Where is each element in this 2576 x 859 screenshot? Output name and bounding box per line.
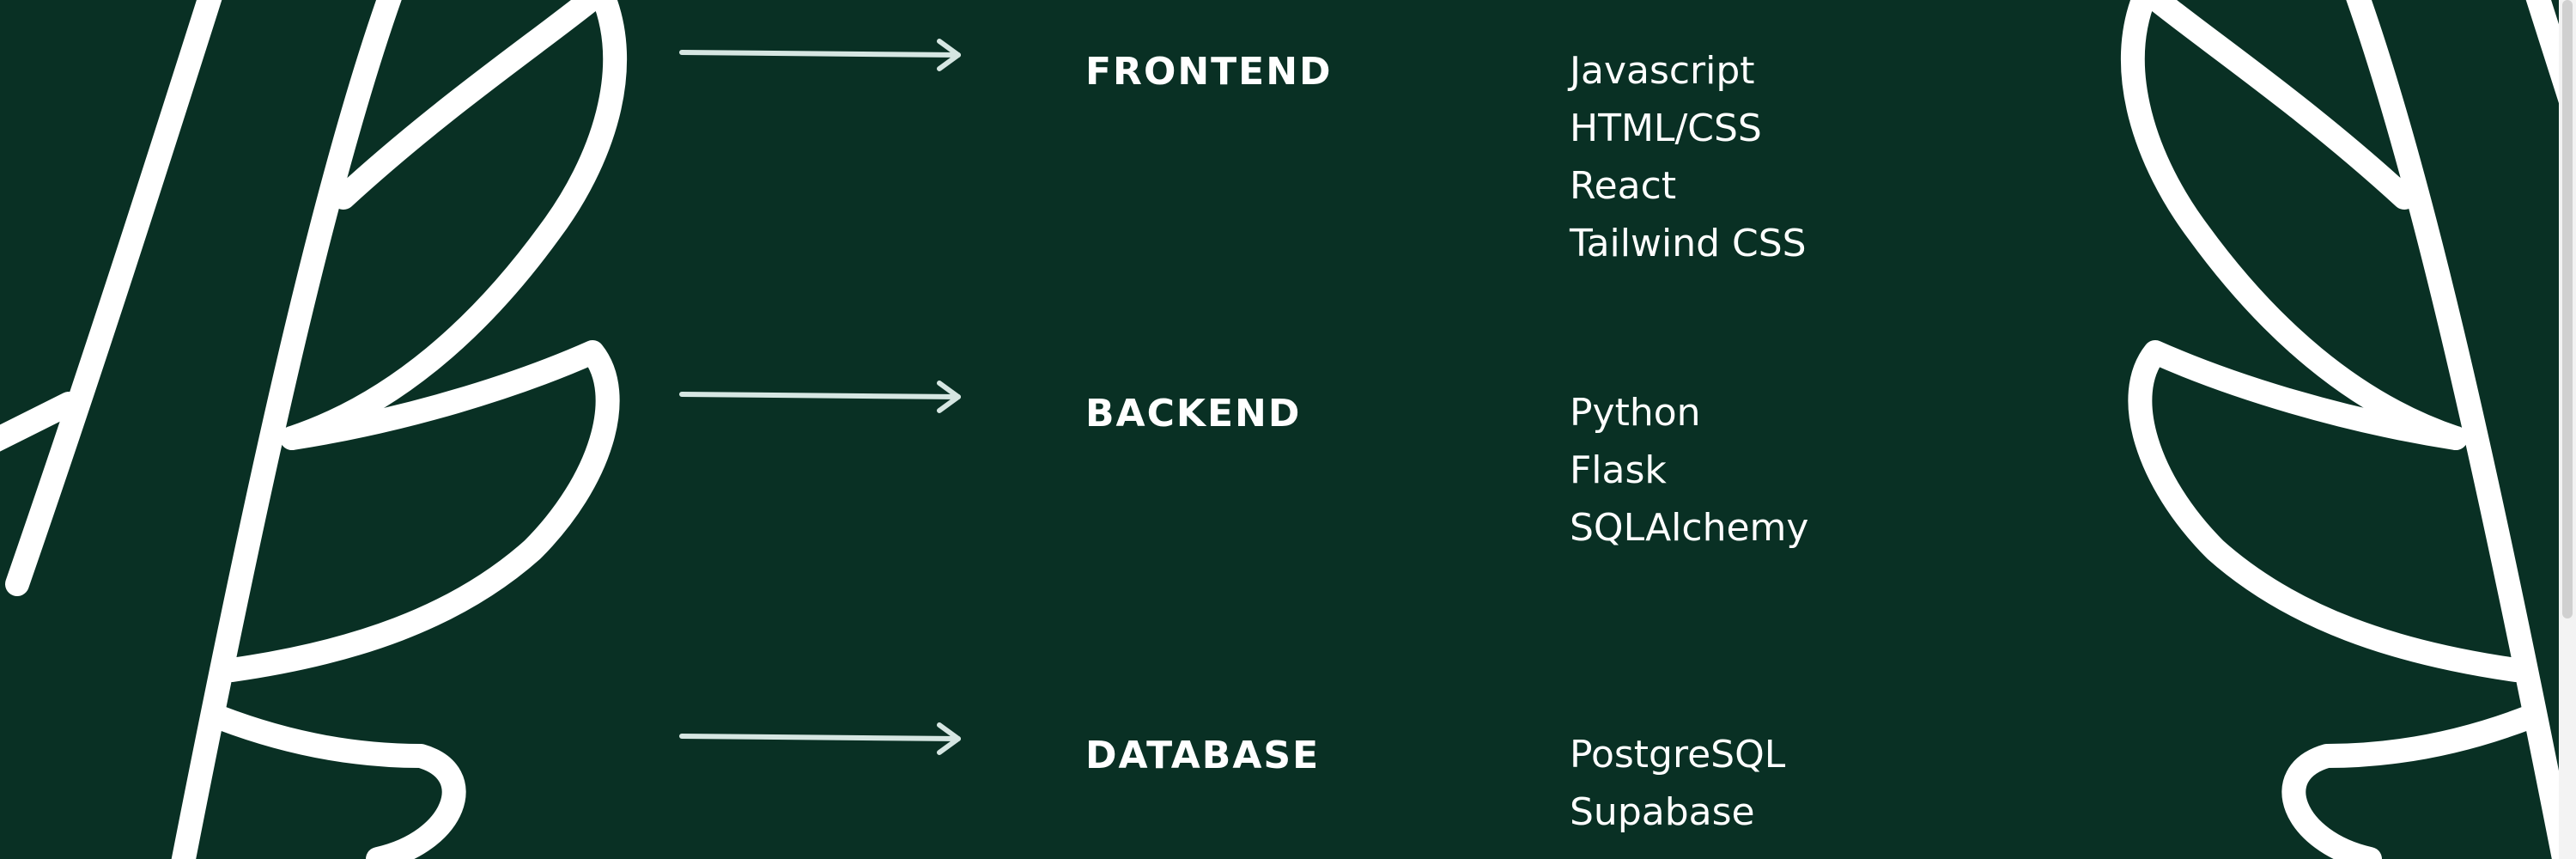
list-item: Python [1570, 391, 1701, 435]
section-heading-database: DATABASE [1085, 734, 1321, 777]
list-item: PostgreSQL [1570, 733, 1786, 777]
list-item: HTML/CSS [1570, 107, 1762, 150]
arrow-right-icon [679, 381, 961, 413]
list-item: Supabase [1570, 790, 1755, 834]
list-item: React [1570, 164, 1677, 208]
list-item: SQLAlchemy [1570, 506, 1809, 550]
list-item: Javascript [1570, 49, 1755, 93]
frontend-tech-list: Javascript HTML/CSS React Tailwind CSS [1570, 42, 1807, 272]
leaf-outline-icon [2120, 0, 2559, 859]
database-tech-list: PostgreSQL Supabase [1570, 726, 1785, 841]
list-item: Tailwind CSS [1570, 222, 1807, 265]
scrollbar-thumb[interactable] [2562, 0, 2573, 618]
section-heading-frontend: FRONTEND [1085, 50, 1333, 94]
list-item: Flask [1570, 448, 1667, 492]
leaf-outline-icon [0, 0, 628, 859]
arrow-right-icon [679, 722, 961, 755]
arrow-right-icon [679, 39, 961, 71]
backend-tech-list: Python Flask SQLAlchemy [1570, 384, 1808, 557]
section-heading-backend: BACKEND [1085, 392, 1302, 436]
